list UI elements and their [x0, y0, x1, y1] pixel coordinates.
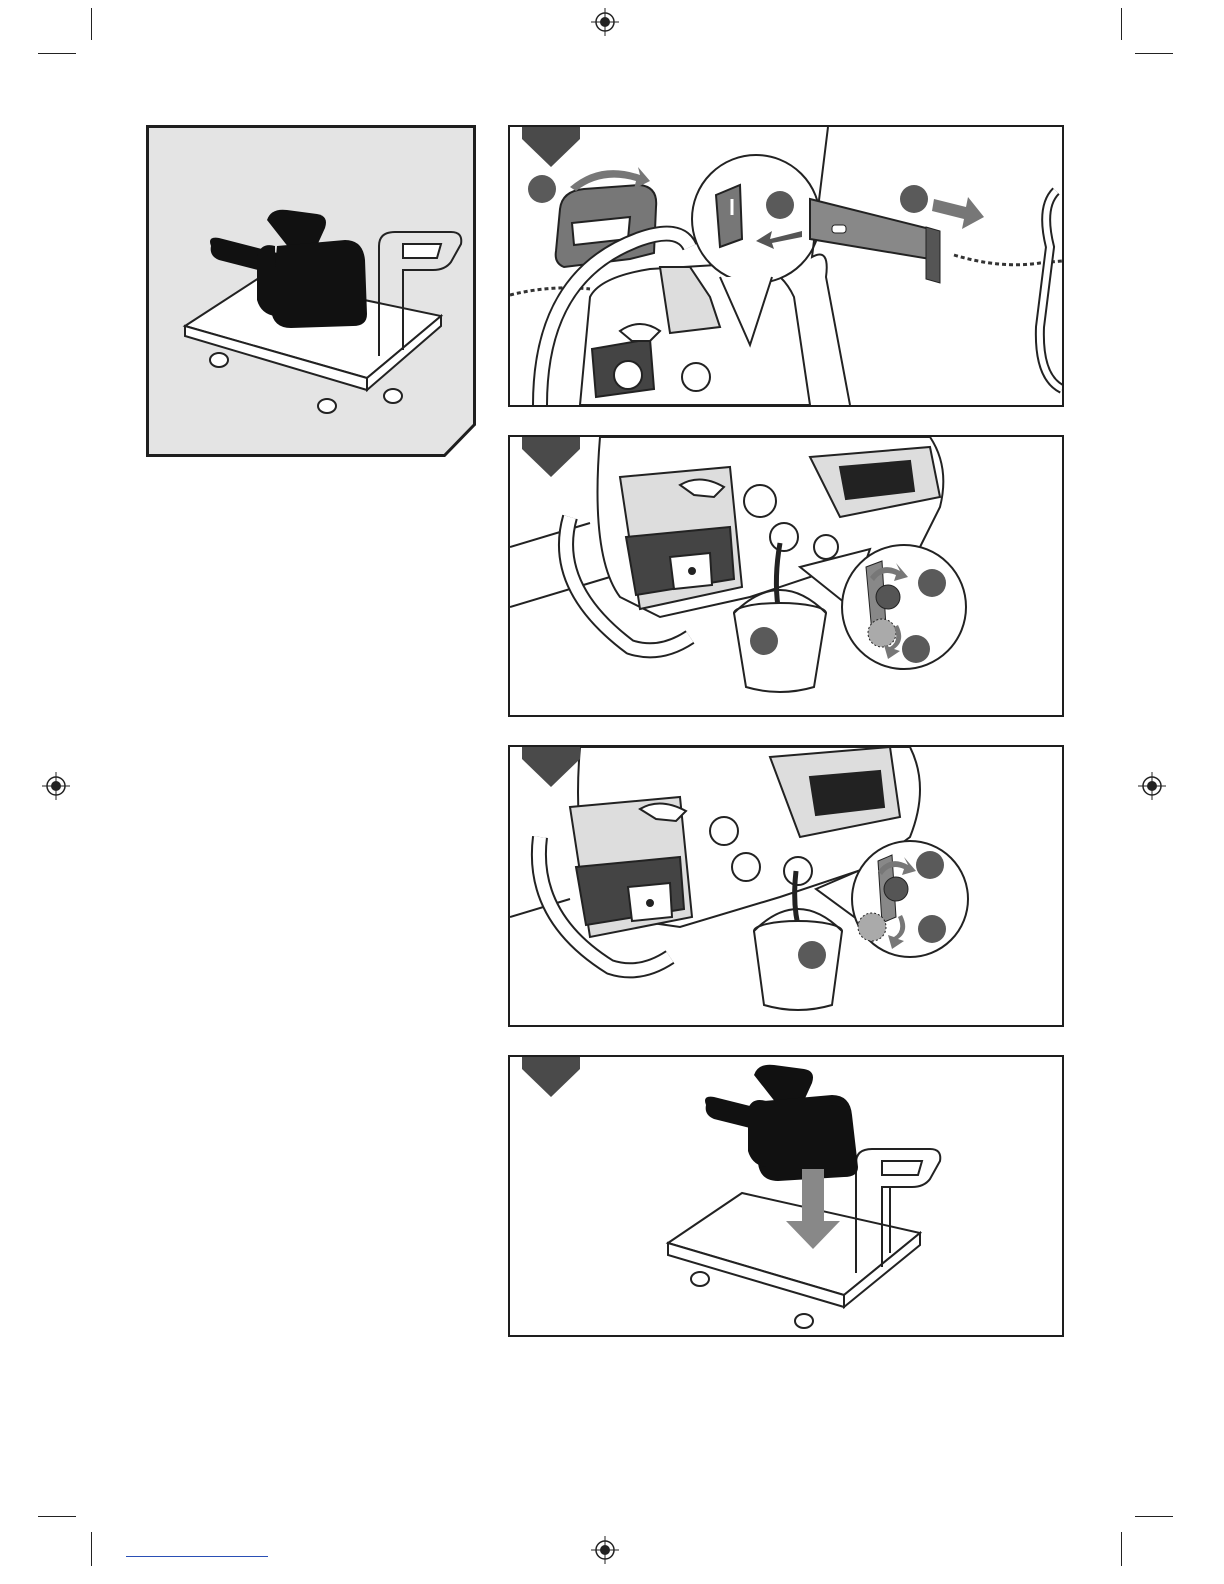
chainsaw-on-cart-illustration: [149, 128, 473, 454]
step-marker: [528, 175, 556, 203]
crop-mark: [1121, 8, 1122, 40]
step-panel-2: [508, 435, 1064, 717]
step-marker: [902, 635, 930, 663]
panel-2-illustration: [510, 437, 1062, 715]
step-marker: [900, 185, 928, 213]
fuel-cap-icon: [770, 523, 798, 551]
crop-mark: [1121, 1532, 1122, 1566]
step-panel-1: [508, 125, 1064, 407]
registration-mark-icon: [591, 1536, 619, 1564]
panel-1-illustration: [510, 127, 1062, 405]
registration-mark-icon: [42, 772, 70, 800]
crop-mark: [91, 8, 92, 40]
crop-mark: [1135, 1516, 1173, 1517]
step-marker: [766, 191, 794, 219]
step-marker: [798, 941, 826, 969]
step-marker: [750, 627, 778, 655]
crop-mark: [91, 1532, 92, 1566]
cover-illustration: [146, 125, 476, 457]
registration-mark-icon: [1138, 772, 1166, 800]
bucket-icon: [754, 909, 842, 1010]
crop-mark: [38, 1516, 76, 1517]
scabbard-guide-bar-icon: [810, 127, 1062, 405]
bucket-icon: [734, 590, 826, 692]
panel-3-illustration: [510, 747, 1062, 1025]
step-marker: [918, 569, 946, 597]
registration-mark-icon: [591, 8, 619, 36]
chevron-down-tab-icon: [522, 745, 580, 787]
step-marker: [918, 915, 946, 943]
oil-cap-icon: [784, 857, 812, 885]
chevron-down-tab-icon: [522, 435, 580, 477]
panel-4-illustration: [510, 1057, 1062, 1335]
step-panel-4: [508, 1055, 1064, 1337]
chevron-down-tab-icon: [522, 125, 580, 167]
chevron-down-tab-icon: [522, 1055, 580, 1097]
footer-rule: [126, 1556, 268, 1557]
step-panel-3: [508, 745, 1064, 1027]
crop-mark: [38, 53, 76, 54]
step-marker: [916, 851, 944, 879]
crop-mark: [1135, 53, 1173, 54]
chainsaw-icon: [705, 1065, 858, 1181]
